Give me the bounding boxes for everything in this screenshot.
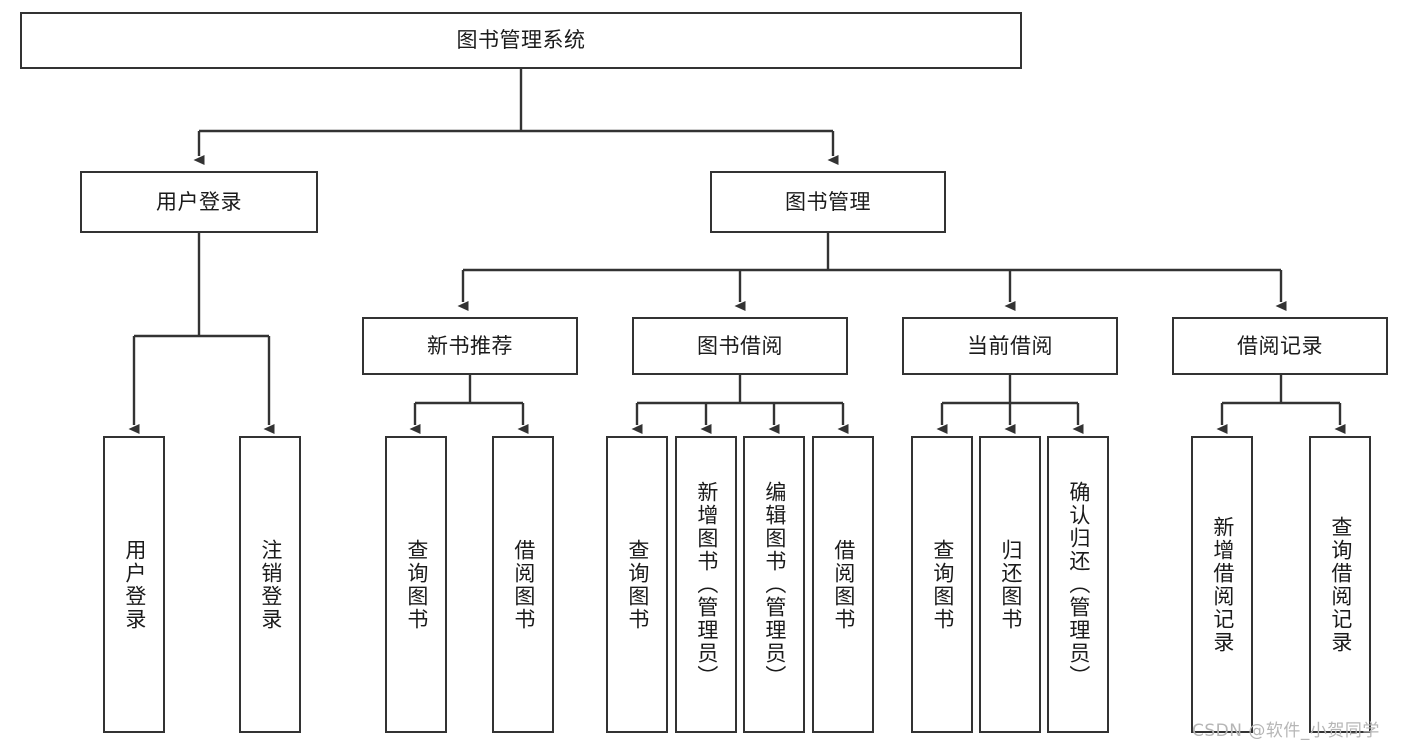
leaf-newbook-query-book[interactable]: 查询图书 — [385, 436, 447, 733]
node-label: 新增借阅记录 — [1210, 515, 1235, 654]
leaf-borrowrecord-query-record[interactable]: 查询借阅记录 — [1309, 436, 1371, 733]
node-label: 当前借阅 — [967, 333, 1053, 358]
node-label: 查询图书 — [404, 538, 429, 631]
leaf-bookborrow-query-book[interactable]: 查询图书 — [606, 436, 668, 733]
node-label: 查询图书 — [625, 538, 650, 631]
leaf-bookborrow-edit-book-admin[interactable]: 编辑图书（管理员） — [743, 436, 805, 733]
node-current-borrow[interactable]: 当前借阅 — [902, 317, 1118, 375]
node-label: 借阅图书 — [831, 538, 856, 631]
node-label: 编辑图书（管理员） — [762, 481, 787, 688]
node-label: 用户登录 — [122, 538, 147, 631]
node-label: 图书管理系统 — [456, 28, 586, 53]
node-borrow-record[interactable]: 借阅记录 — [1172, 317, 1388, 375]
node-new-book-recommend[interactable]: 新书推荐 — [362, 317, 578, 375]
node-label: 图书借阅 — [697, 333, 783, 358]
node-label: 查询借阅记录 — [1328, 515, 1353, 654]
node-label: 借阅记录 — [1237, 333, 1323, 358]
leaf-currentborrow-confirm-return-admin[interactable]: 确认归还（管理员） — [1047, 436, 1109, 733]
leaf-bookborrow-borrow-book[interactable]: 借阅图书 — [812, 436, 874, 733]
node-label: 查询图书 — [930, 538, 955, 631]
node-root-book-management-system[interactable]: 图书管理系统 — [20, 12, 1022, 69]
leaf-bookborrow-add-book-admin[interactable]: 新增图书（管理员） — [675, 436, 737, 733]
node-label: 归还图书 — [998, 538, 1023, 631]
leaf-newbook-borrow-book[interactable]: 借阅图书 — [492, 436, 554, 733]
leaf-logout[interactable]: 注销登录 — [239, 436, 301, 733]
csdn-watermark: CSDN @软件_小贺同学 — [1192, 721, 1380, 741]
node-label: 新增图书（管理员） — [694, 481, 719, 688]
node-label: 借阅图书 — [511, 538, 536, 631]
leaf-currentborrow-return-book[interactable]: 归还图书 — [979, 436, 1041, 733]
node-label: 用户登录 — [156, 189, 242, 214]
node-book-management[interactable]: 图书管理 — [710, 171, 946, 233]
node-user-login[interactable]: 用户登录 — [80, 171, 318, 233]
node-label: 图书管理 — [785, 189, 871, 214]
node-label: 注销登录 — [258, 538, 283, 631]
leaf-user-login[interactable]: 用户登录 — [103, 436, 165, 733]
node-book-borrow[interactable]: 图书借阅 — [632, 317, 848, 375]
leaf-currentborrow-query-book[interactable]: 查询图书 — [911, 436, 973, 733]
node-label: 确认归还（管理员） — [1066, 481, 1091, 688]
node-label: 新书推荐 — [427, 333, 513, 358]
leaf-borrowrecord-add-record[interactable]: 新增借阅记录 — [1191, 436, 1253, 733]
